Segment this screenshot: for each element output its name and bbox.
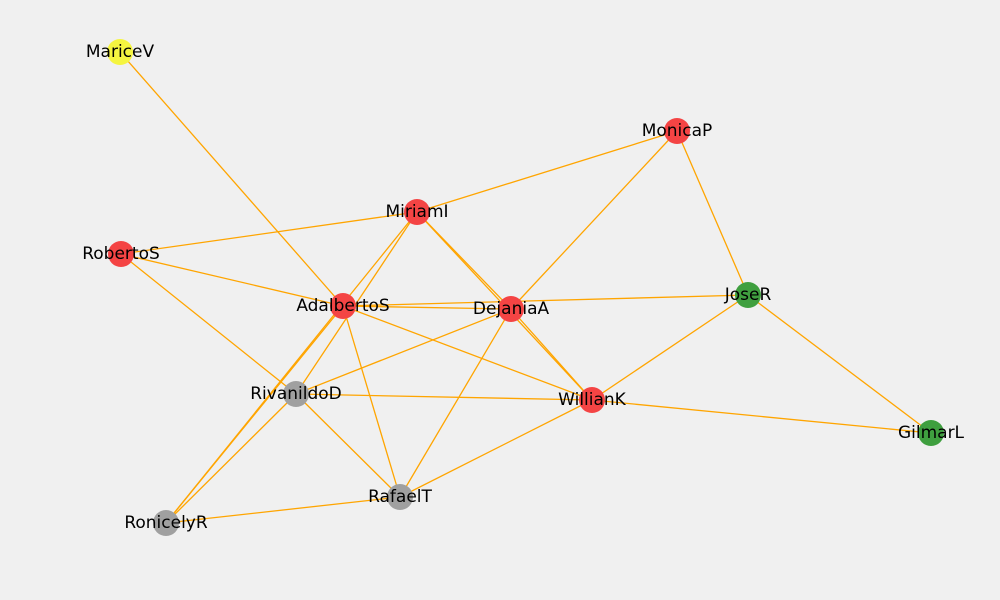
node-label-DejaniaA: DejaniaA bbox=[473, 299, 550, 319]
node-label-RobertoS: RobertoS bbox=[82, 244, 160, 264]
edge-MiriamI-RivanildoD bbox=[295, 211, 418, 395]
node-label-MonicaP: MonicaP bbox=[642, 121, 713, 141]
node-label-MariceV: MariceV bbox=[86, 42, 155, 62]
edge-RivanildoD-RafaelT bbox=[295, 393, 401, 498]
node-MiriamI[interactable] bbox=[404, 199, 430, 225]
node-RafaelT[interactable] bbox=[387, 484, 413, 510]
edge-layer bbox=[119, 51, 932, 524]
node-layer bbox=[107, 39, 944, 536]
node-label-AdalbertoS: AdalbertoS bbox=[296, 296, 389, 316]
node-label-WillianK: WillianK bbox=[558, 390, 627, 410]
edge-RivanildoD-WillianK bbox=[295, 393, 593, 401]
node-label-RafaelT: RafaelT bbox=[368, 487, 432, 507]
edge-DejaniaA-RivanildoD bbox=[295, 308, 512, 395]
node-label-GilmarL: GilmarL bbox=[898, 423, 965, 443]
node-label-JoseR: JoseR bbox=[724, 285, 772, 305]
edge-WillianK-GilmarL bbox=[591, 399, 932, 434]
edge-RobertoS-RivanildoD bbox=[120, 253, 297, 395]
edge-DejaniaA-WillianK bbox=[510, 308, 593, 401]
edge-JoseR-WillianK bbox=[591, 294, 749, 401]
edge-AdalbertoS-WillianK bbox=[342, 305, 593, 401]
node-AdalbertoS[interactable] bbox=[330, 293, 356, 319]
node-JoseR[interactable] bbox=[735, 282, 761, 308]
node-GilmarL[interactable] bbox=[918, 420, 944, 446]
node-label-RonicelyR: RonicelyR bbox=[124, 513, 208, 533]
edge-AdalbertoS-RafaelT bbox=[342, 305, 401, 498]
edge-MonicaP-MiriamI bbox=[416, 130, 678, 213]
edge-DejaniaA-RafaelT bbox=[399, 308, 512, 498]
edge-MonicaP-DejaniaA bbox=[510, 130, 678, 310]
edge-RobertoS-AdalbertoS bbox=[120, 253, 344, 307]
node-WillianK[interactable] bbox=[579, 387, 605, 413]
node-MariceV[interactable] bbox=[107, 39, 133, 65]
edge-AdalbertoS-JoseR bbox=[342, 294, 749, 307]
node-RonicelyR[interactable] bbox=[153, 510, 179, 536]
node-MonicaP[interactable] bbox=[664, 118, 690, 144]
edge-RafaelT-RonicelyR bbox=[165, 496, 401, 524]
edge-JoseR-GilmarL bbox=[747, 294, 932, 434]
edge-WillianK-RafaelT bbox=[399, 399, 593, 498]
label-layer: MariceV MonicaP MiriamI RobertoS AdalbertoS D… bbox=[82, 42, 964, 533]
node-label-RivanildoD: RivanildoD bbox=[250, 384, 342, 404]
node-DejaniaA[interactable] bbox=[498, 296, 524, 322]
edge-MonicaP-JoseR bbox=[676, 130, 749, 296]
node-RivanildoD[interactable] bbox=[283, 381, 309, 407]
edge-AdalbertoS-RonicelyR bbox=[165, 305, 344, 524]
edge-MiriamI-RobertoS bbox=[120, 211, 418, 255]
edge-MariceV-AdalbertoS bbox=[119, 51, 344, 307]
node-label-MiriamI: MiriamI bbox=[385, 202, 448, 222]
edge-AdalbertoS-DejaniaA bbox=[342, 305, 512, 310]
edge-RivanildoD-RonicelyR bbox=[165, 393, 297, 524]
node-RobertoS[interactable] bbox=[108, 241, 134, 267]
